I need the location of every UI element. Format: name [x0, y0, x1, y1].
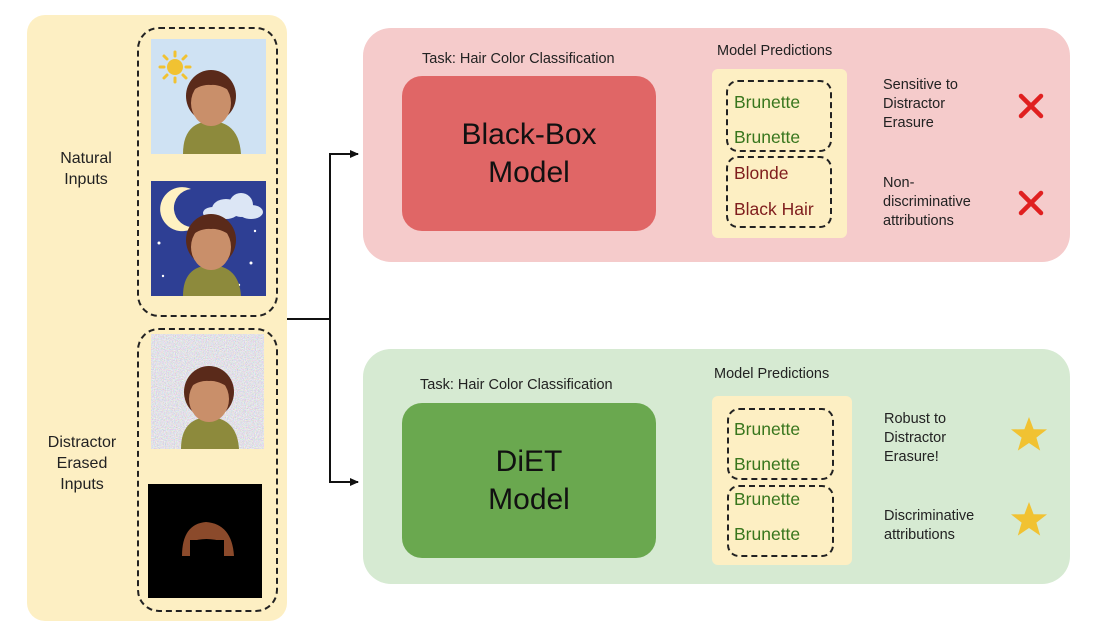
blackbox-predictions-panel: [712, 69, 847, 238]
sun-icon: [158, 50, 192, 84]
prediction-label: Black Hair: [734, 199, 814, 219]
diet-task-label: Task: Hair Color Classification: [420, 377, 613, 393]
prediction-label: Brunette: [734, 419, 801, 439]
input-split-arrow-lower: [329, 319, 359, 486]
diet-predictions-title: Model Predictions: [714, 366, 830, 382]
model-name-line: DiET: [495, 444, 563, 478]
cross-icon: [1018, 93, 1044, 119]
blackbox-note-sensitivity: Sensitive to Distractor Erasure: [883, 77, 958, 131]
diet-predictions-panel: [712, 396, 852, 565]
natural-inputs-label: Natural Inputs: [60, 150, 112, 188]
model-name-line: Model: [488, 155, 570, 189]
natural-inputs-group: [137, 27, 278, 317]
model-name-line: Black-Box: [461, 117, 597, 151]
erased-inputs-group: [137, 328, 278, 612]
distractor-erased-inputs-label: Distractor Erased Inputs: [47, 434, 117, 493]
star-icon: [1011, 502, 1047, 536]
natural-input-night-image: [151, 181, 266, 296]
cloud-icon: [203, 193, 263, 219]
prediction-label: Brunette: [734, 454, 801, 474]
prediction-label: Brunette: [734, 92, 801, 112]
prediction-label: Brunette: [734, 489, 801, 509]
erased-input-black-image: [148, 484, 262, 598]
model-name-line: Model: [488, 482, 570, 516]
diet-model-box: DiET Model: [402, 403, 656, 558]
moon-icon: [160, 187, 195, 232]
diet-note-robustness: Robust to Distractor Erasure!: [884, 411, 947, 465]
diet-prediction-group-natural: [727, 408, 834, 480]
input-split-arrow: [287, 150, 359, 320]
diet-prediction-group-erased: [727, 485, 834, 557]
diet-note-attributions: Discriminative attributions: [884, 508, 975, 543]
cross-icon: [1018, 190, 1044, 216]
blackbox-task-label: Task: Hair Color Classification: [422, 51, 615, 67]
blackbox-note-attributions: Non- discriminative attributions: [883, 175, 971, 229]
blackbox-predictions-title: Model Predictions: [717, 43, 833, 59]
blackbox-model-box: Black-Box Model: [402, 76, 656, 231]
natural-input-day-image: [151, 39, 266, 154]
blackbox-prediction-group-natural: [726, 80, 832, 152]
prediction-label: Blonde: [734, 163, 789, 183]
blackbox-prediction-group-erased: [726, 156, 832, 228]
star-icon: [1011, 417, 1047, 451]
erased-input-noise-image: [151, 334, 264, 449]
prediction-label: Brunette: [734, 127, 801, 147]
prediction-label: Brunette: [734, 524, 801, 544]
